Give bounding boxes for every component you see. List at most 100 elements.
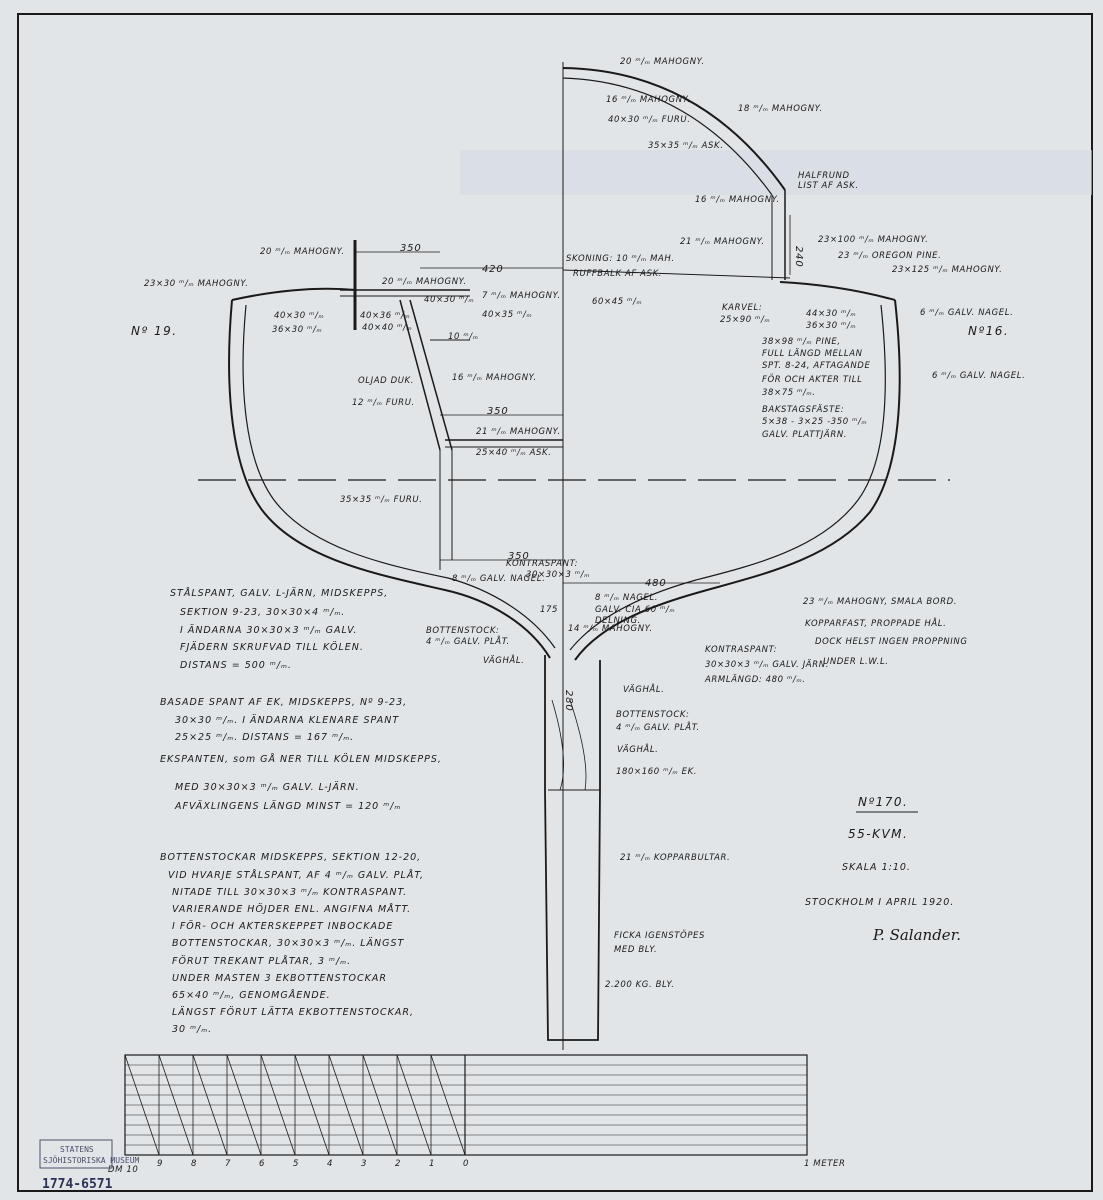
label-mahogny-20-top: 20 ᵐ/ₘ MAHOGNY. xyxy=(620,57,705,67)
label-kontraspant-r3: ARMLÄNGD: 480 ᵐ/ₘ. xyxy=(704,674,806,685)
note-line: UNDER MASTEN 3 EKBOTTENSTOCKAR xyxy=(172,973,387,984)
label-galv-nagel-6b: 6 ᵐ/ₘ GALV. NAGEL. xyxy=(932,371,1025,381)
note-line: SEKTION 9-23, 30×30×4 ᵐ/ₘ. xyxy=(180,607,345,618)
label-mahogny-16-c: 16 ᵐ/ₘ MAHOGNY. xyxy=(452,373,537,383)
label-kontraspant-r1: KONTRASPANT: xyxy=(705,645,777,655)
note-line: 65×40 ᵐ/ₘ, GENOMGÅENDE. xyxy=(172,989,331,1001)
drawing-number: Nº170. xyxy=(858,795,908,809)
label-bottenstock-r1: BOTTENSTOCK: xyxy=(616,710,690,720)
dim-280: 280 xyxy=(563,690,574,712)
label-25x90: 25×90 ᵐ/ₘ xyxy=(720,315,770,325)
label-mahogny-21-a: 21 ᵐ/ₘ MAHOGNY. xyxy=(680,237,765,247)
dim-480: 480 xyxy=(645,578,667,589)
scale-meter-label: 1 METER xyxy=(804,1159,845,1169)
dimension-lines xyxy=(355,215,791,584)
label-galv-cia: GALV. CIA 60 ᵐ/ₘ xyxy=(595,605,675,615)
label-mahogny-20-left: 20 ᵐ/ₘ MAHOGNY. xyxy=(260,247,345,257)
label-furu-35: 35×35 ᵐ/ₘ FURU. xyxy=(340,495,423,505)
label-bakstag-2: 5×38 - 3×25 -350 ᵐ/ₘ xyxy=(762,417,867,427)
label-vaghal-left: VÄGHÅL. xyxy=(483,654,524,666)
note-line: EKSPANTEN, som GÅ NER TILL KÖLEN MIDSKEP… xyxy=(160,753,442,765)
museum-stamp: STATENS SJÖHISTORISKA MUSEUM 1774-6571 xyxy=(39,1139,140,1192)
label-kontraspant-dim: 30×30×3 ᵐ/ₘ xyxy=(526,570,590,580)
dim-350-top: 350 xyxy=(400,243,422,254)
label-40x30-b: 40×30 ᵐ/ₘ xyxy=(274,311,324,321)
dim-10: 10 ᵐ/ₘ xyxy=(448,332,479,342)
label-bakstag-3: GALV. PLATTJÄRN. xyxy=(762,429,847,440)
dim-350-mid: 350 xyxy=(487,406,509,417)
note-line: FÖRUT TREKANT PLÅTAR, 3 ᵐ/ₘ. xyxy=(172,955,351,967)
label-36x30-right: 36×30 ᵐ/ₘ xyxy=(806,321,856,331)
label-40x30-a: 40×30 ᵐ/ₘ xyxy=(424,295,474,305)
note-line: 25×25 ᵐ/ₘ. DISTANS = 167 ᵐ/ₘ. xyxy=(175,732,354,743)
label-40x35: 40×35 ᵐ/ₘ xyxy=(482,310,532,320)
dim-175: 175 xyxy=(540,605,558,615)
label-60x45: 60×45 ᵐ/ₘ xyxy=(592,297,642,307)
stamp-handwritten: 1774-6571 xyxy=(42,1177,113,1192)
label-bottenstock-l2: 4 ᵐ/ₘ GALV. PLÅT. xyxy=(426,635,510,647)
note-line: BASADE SPANT AF EK, MIDSKEPPS, Nº 9-23, xyxy=(160,697,407,708)
scale-label: 9 xyxy=(157,1159,163,1169)
scale-label: 1 xyxy=(429,1159,435,1169)
label-mahogny-23x100: 23×100 ᵐ/ₘ MAHOGNY. xyxy=(818,235,928,245)
label-galv-nagel-6a: 6 ᵐ/ₘ GALV. NAGEL. xyxy=(920,308,1013,318)
label-for-akter: FÖR OCH AKTER TILL xyxy=(762,374,862,385)
label-vaghal-r2: VÄGHÅL. xyxy=(617,743,658,755)
label-38x75: 38×75 ᵐ/ₘ. xyxy=(762,388,816,398)
label-ask-35: 35×35 ᵐ/ₘ ASK. xyxy=(648,141,724,151)
scale-label: 4 xyxy=(327,1159,333,1169)
note-line: NITADE TILL 30×30×3 ᵐ/ₘ KONTRASPANT. xyxy=(172,887,407,898)
label-mahogny-18: 18 ᵐ/ₘ MAHOGNY. xyxy=(738,104,823,114)
label-mahogny-16-a: 16 ᵐ/ₘ MAHOGNY. xyxy=(606,95,691,105)
label-furu-40x30: 40×30 ᵐ/ₘ FURU. xyxy=(608,115,691,125)
boat-class: 55-KVM. xyxy=(848,827,908,841)
label-36x30: 36×30 ᵐ/ₘ xyxy=(272,325,322,335)
keel xyxy=(544,655,601,1041)
label-mahogny-21-b: 21 ᵐ/ₘ MAHOGNY. xyxy=(476,427,561,437)
dim-350-low: 350 xyxy=(508,551,530,562)
scale-bar xyxy=(124,1054,808,1156)
label-skoning: SKONING: 10 ᵐ/ₘ MAH. xyxy=(566,254,675,264)
note-line: AFVÄXLINGENS LÄNGD MINST = 120 ᵐ/ₘ xyxy=(174,801,401,812)
note-line: MED 30×30×3 ᵐ/ₘ GALV. L-JÄRN. xyxy=(175,782,360,793)
place-date: STOCKHOLM I APRIL 1920. xyxy=(805,897,954,908)
note-line: BOTTENSTOCKAR MIDSKEPPS, SEKTION 12-20, xyxy=(160,852,421,863)
stamp-line-2: SJÖHISTORISKA MUSEUM xyxy=(43,1155,140,1165)
stamp-line-1: STATENS xyxy=(60,1145,94,1154)
title-block: Nº170. 55-KVM. SKALA 1:10. STOCKHOLM I A… xyxy=(805,795,961,944)
frame-number-left: Nº 19. xyxy=(131,324,178,338)
scale-label: DM 10 xyxy=(108,1165,138,1175)
label-bakstag-1: BAKSTAGSFÄSTE: xyxy=(762,404,844,415)
label-full-langd: FULL LÄNGD MELLAN xyxy=(762,348,863,359)
cabin-side-left xyxy=(353,240,563,570)
label-bottenstock-l1: BOTTENSTOCK: xyxy=(426,626,500,636)
label-mahogny-23x30: 23×30 ᵐ/ₘ MAHOGNY. xyxy=(144,279,248,289)
note-line: BOTTENSTOCKAR, 30×30×3 ᵐ/ₘ. LÄNGST xyxy=(172,938,405,949)
note-line: I FÖR- OCH AKTERSKEPPET INBOCKADE xyxy=(172,921,393,932)
label-spt-8-24: SPT. 8-24, AFTAGANDE xyxy=(762,361,870,371)
label-40x40: 40×40 ᵐ/ₘ xyxy=(362,323,412,333)
label-ek-180x160: 180×160 ᵐ/ₘ EK. xyxy=(616,767,697,777)
label-oregon-pine: 23 ᵐ/ₘ OREGON PINE. xyxy=(838,251,941,261)
paper-stain xyxy=(460,150,1092,195)
label-karvel: KARVEL: xyxy=(722,303,762,313)
scale-label: 8 xyxy=(191,1159,197,1169)
note-line: I ÄNDARNA 30×30×3 ᵐ/ₘ GALV. xyxy=(180,625,358,636)
label-kontraspant-r2: 30×30×3 ᵐ/ₘ GALV. JÄRN. xyxy=(705,659,829,670)
note-line: 30 ᵐ/ₘ. xyxy=(172,1024,212,1035)
label-galv-nagel-8a: 8 ᵐ/ₘ GALV. NAGEL. xyxy=(452,574,545,584)
label-furu-12: 12 ᵐ/ₘ FURU. xyxy=(352,398,415,408)
note-line: VARIERANDE HÖJDER ENL. ANGIFNA MÅTT. xyxy=(172,903,411,915)
drawing-scale: SKALA 1:10. xyxy=(842,862,911,873)
designer-signature: P. Salander. xyxy=(872,926,961,944)
construction-notes: STÅLSPANT, GALV. L-JÄRN, MIDSKEPPS, SEKT… xyxy=(160,587,442,1035)
note-line: FJÄDERN SKRUFVAD TILL KÖLEN. xyxy=(180,642,364,653)
dim-240: 240 xyxy=(793,246,804,268)
scale-label: 2 xyxy=(395,1159,401,1169)
frame-number-right: Nº16. xyxy=(968,324,1009,338)
label-mahogny-7: 7 ᵐ/ₘ MAHOGNY. xyxy=(482,291,561,301)
label-vaghal-r1: VÄGHÅL. xyxy=(623,683,664,695)
label-40x36: 40×36 ᵐ/ₘ xyxy=(360,311,410,321)
scale-label: 0 xyxy=(463,1159,469,1169)
